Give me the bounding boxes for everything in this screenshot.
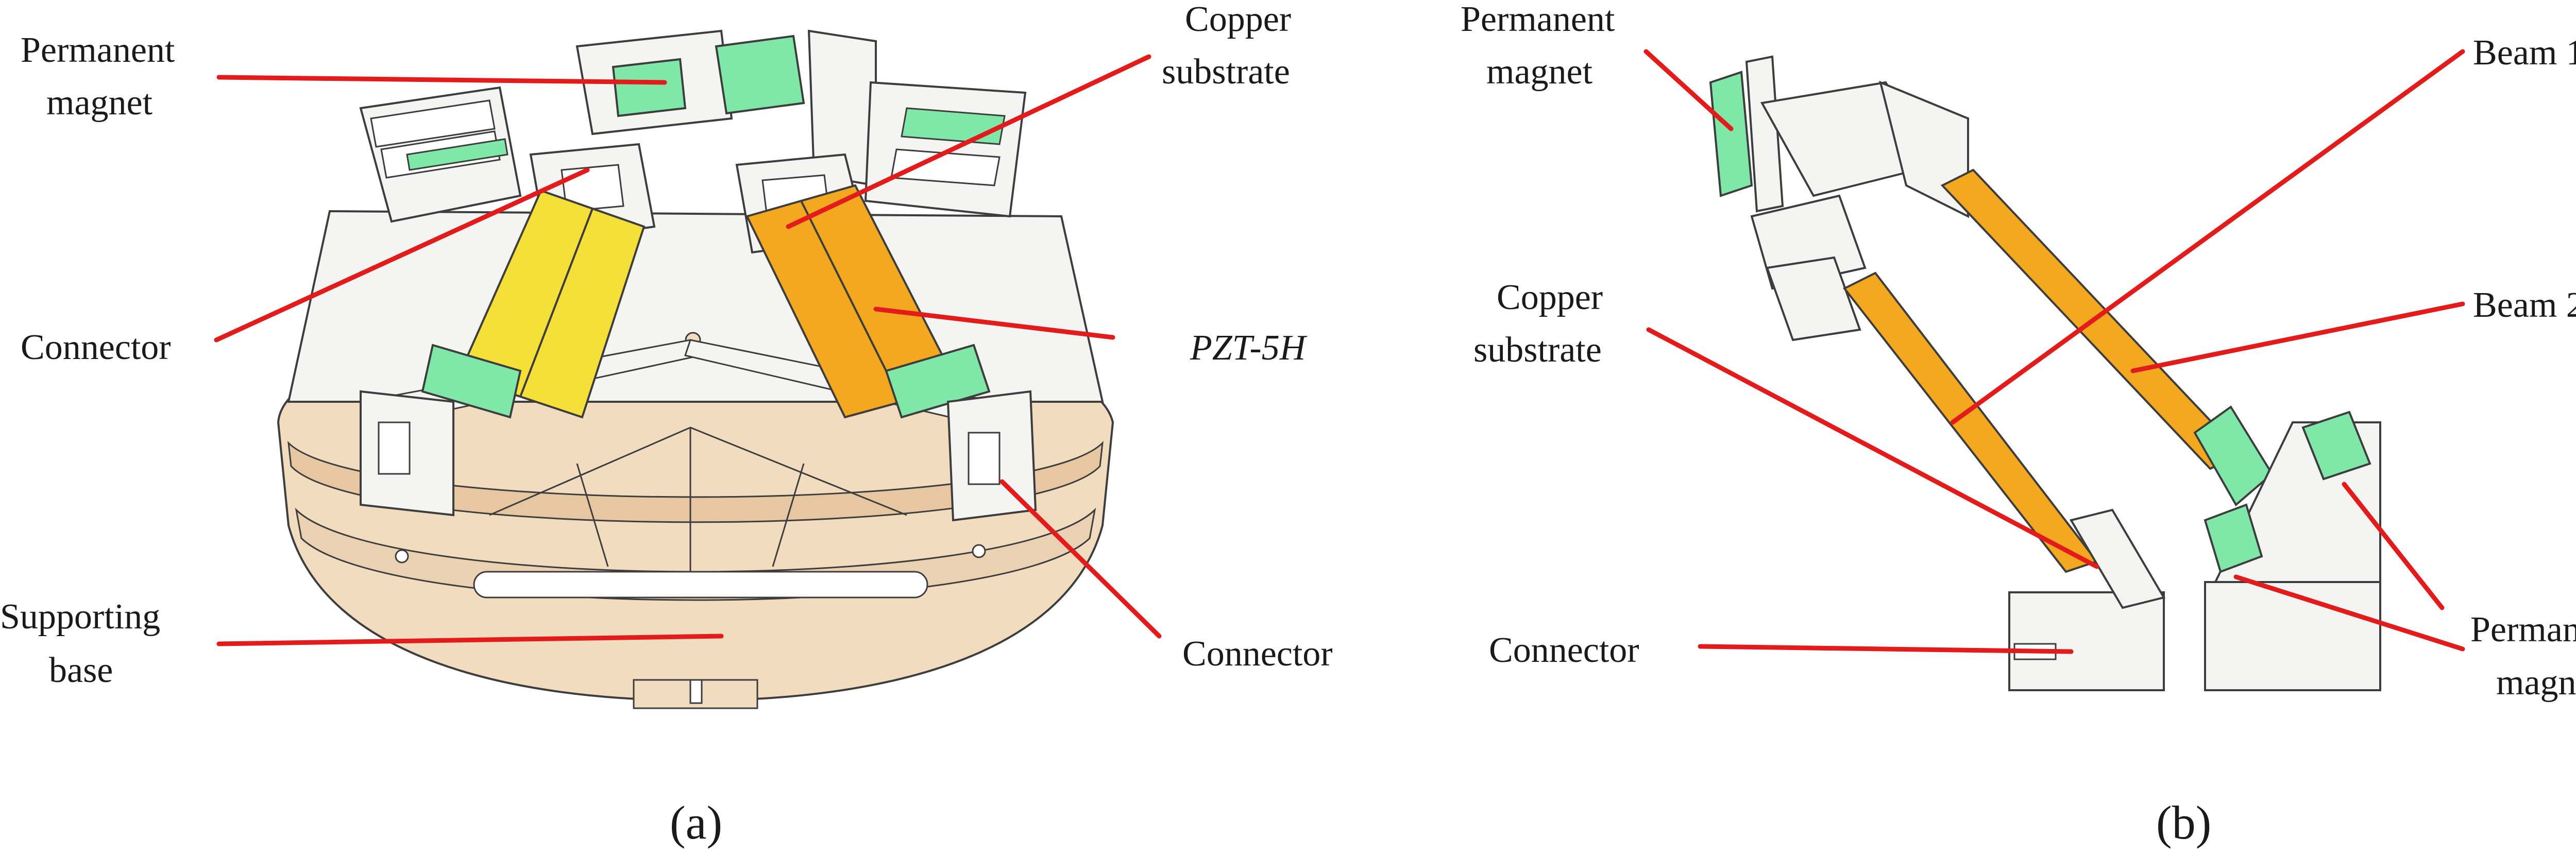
label-beam2-b: Beam 2: [2473, 285, 2576, 325]
caption-panel-b: (b): [2156, 796, 2211, 849]
label-connector-right-a: Connector: [1182, 634, 1333, 674]
leader-copper-substrate-a: [786, 54, 1151, 229]
leader-connector-right-a: [999, 479, 1162, 639]
label-permanent-magnet-a-line1: Permanent: [21, 30, 175, 70]
label-connector-left-a: Connector: [21, 328, 171, 367]
right-stand-b: [2204, 411, 2381, 691]
panel-a-leaders: [214, 54, 1162, 646]
leader-copper-substrate-b: [1646, 327, 2099, 569]
label-copper-substrate-a-line1: Copper: [1185, 0, 1291, 39]
label-permanent-magnet-b-right-line2: magnet: [2496, 663, 2576, 703]
beam-2-b: [1842, 271, 2099, 573]
magnet-b-right-upper: [2301, 411, 2371, 481]
base-slot: [473, 571, 928, 599]
leader-pzt-a: [873, 306, 1115, 340]
magnet-holder-top-left: [359, 86, 522, 223]
connector-bottom-right: [946, 390, 1037, 522]
panel-b-labels: Permanent magnet Beam 1 Copper substrate…: [1461, 0, 2576, 703]
base-hole-right: [972, 544, 986, 558]
label-permanent-magnet-b-top-line1: Permanent: [1461, 0, 1615, 39]
leader-beam2-b: [2130, 301, 2465, 373]
label-connector-b: Connector: [1489, 630, 1639, 670]
panel-b-leaders: [1643, 49, 2465, 654]
label-permanent-magnet-a-line2: magnet: [46, 83, 153, 123]
leader-connector-b: [1698, 644, 2074, 654]
label-permanent-magnet-b-top-line2: magnet: [1486, 52, 1593, 92]
connector-bottom-left: [360, 390, 454, 517]
leader-supporting-base-a: [216, 634, 724, 646]
upper-frame-b: [1745, 55, 1969, 341]
label-copper-substrate-b-line2: substrate: [1473, 330, 1602, 370]
leader-permanent-magnet-b-right-1: [2342, 482, 2445, 610]
label-copper-substrate-a-line2: substrate: [1162, 52, 1290, 92]
leader-beam1-b: [1950, 49, 2465, 425]
magnet-b-right-lower: [2204, 503, 2263, 573]
pzt-beam-right: [745, 184, 991, 419]
magnet-b-top-left: [1709, 71, 1753, 197]
panel-b-drawing: [1709, 55, 2381, 691]
label-beam1-b: Beam 1: [2473, 33, 2576, 73]
label-copper-substrate-b-line1: Copper: [1497, 278, 1603, 317]
base-bottom-tab-notch: [689, 679, 703, 704]
leader-connector-left-a: [214, 167, 590, 343]
internal-truss: [489, 426, 907, 572]
label-permanent-magnet-b-right-line1: Permanent: [2470, 610, 2576, 650]
label-supporting-base-a-line2: base: [49, 651, 113, 690]
base-hole-left: [395, 549, 409, 563]
panel-a-drawing: [277, 29, 1114, 709]
leader-permanent-magnet-b-top: [1643, 49, 1734, 131]
label-supporting-base-a-line1: Supporting: [0, 597, 160, 637]
magnet-holder-top-right: [864, 81, 1027, 218]
caption-panel-a: (a): [670, 796, 722, 849]
leader-permanent-magnet-b-right-2: [2233, 574, 2465, 652]
connector-base-b: [2008, 508, 2166, 691]
label-pzt-a: PZT-5H: [1190, 328, 1308, 368]
panel-a-labels: Permanent magnet Copper substrate Connec…: [0, 0, 1333, 690]
pzt-beam-left: [421, 189, 646, 419]
leader-permanent-magnet-a: [216, 75, 667, 85]
